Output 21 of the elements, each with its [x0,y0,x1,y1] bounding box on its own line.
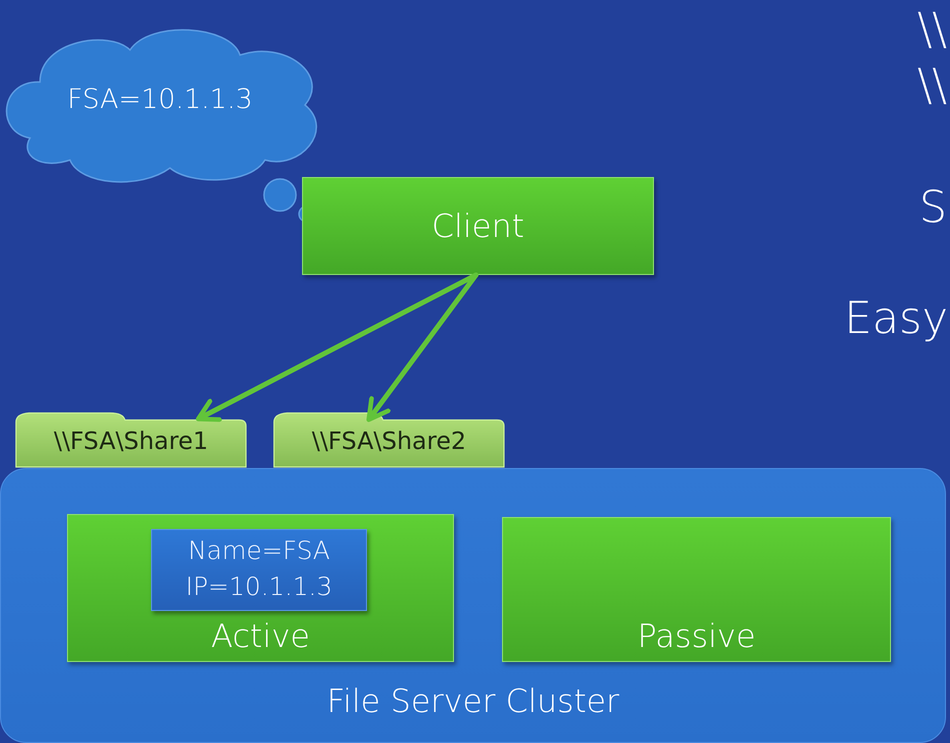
node-label: IP=10.1.1.3 [184,572,334,601]
node-label: Client [430,207,526,245]
address-box [151,529,367,611]
node-label: Active [210,617,311,655]
slide-text: \\ [917,64,947,108]
slide-text: Easy [844,297,948,341]
arrow [366,272,478,422]
server-box [502,517,891,662]
slide-text: S [919,186,947,230]
slide-text: \\ [917,8,947,52]
folder-tab [273,410,505,468]
node-label: File Server Cluster [326,682,620,720]
node-label: Name=FSA [186,536,332,565]
folder-tab [15,410,247,468]
server-box [67,514,454,662]
cluster-panel [0,468,946,743]
node-label: \\FSA\Share1 [52,427,210,455]
node-label: \\FSA\Share2 [310,427,468,455]
client-box [302,177,654,275]
node-label: Passive [636,617,757,655]
node-label: FSA=10.1.1.3 [66,84,254,115]
